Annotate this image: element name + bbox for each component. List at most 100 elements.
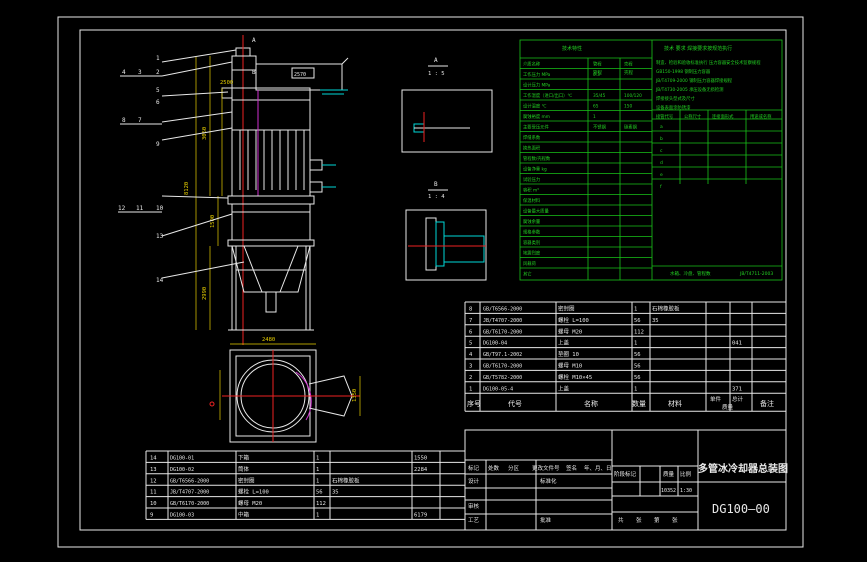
detail-b-label: B xyxy=(434,181,438,188)
sheets-3: 第 xyxy=(654,516,660,524)
lower-part-name: 下箱 xyxy=(238,454,250,462)
spec-row-shell: 碳素钢 xyxy=(624,124,637,131)
weight-value: 10352 xyxy=(661,488,676,494)
leader-5: 5 xyxy=(156,87,160,94)
spec-row-key: 设计压力 MPa xyxy=(523,82,551,89)
spec-row-key: 其它 xyxy=(523,271,532,278)
part-weight: 041 xyxy=(732,341,742,347)
lower-part-code: GB/T6170-2000 xyxy=(170,501,209,507)
spec-footer-left: 水箱、冷盘、管程数 xyxy=(670,270,711,277)
spec-col-b: 壳程 xyxy=(624,69,633,76)
part-name: 螺母 M10 xyxy=(558,362,582,370)
header-unit: 单件 xyxy=(710,395,722,403)
lower-part-no: 13 xyxy=(150,467,157,473)
title-block: 多管冰冷却器总装图 DG100—00 阶段标记 质量 比例 10352 1:30… xyxy=(464,429,788,531)
spec-row-key: 容积 m³ xyxy=(523,187,539,194)
part-no: 3 xyxy=(469,364,472,370)
leader-line xyxy=(161,91,229,97)
part-no: 5 xyxy=(469,341,472,347)
lower-part-qty: 112 xyxy=(316,501,326,507)
shell-body xyxy=(231,87,311,197)
leader-line xyxy=(161,261,245,279)
part-qty: 56 xyxy=(634,352,641,358)
nozzle-code: b xyxy=(660,136,663,142)
duct-dim: 2570 xyxy=(294,72,306,78)
outlet-spout xyxy=(265,291,277,313)
spec-row-shell: 壳程 xyxy=(624,61,633,68)
header-weight: 质量 xyxy=(722,403,734,411)
detail-view-a: A 1 : 5 xyxy=(401,57,493,153)
middle-box xyxy=(231,203,311,241)
nozzle-header: 公称尺寸 xyxy=(684,113,702,120)
part-code: GB/T5782-2000 xyxy=(483,375,522,381)
part-name: 密封圈 xyxy=(558,305,575,313)
nozzle-header: 连接面形式 xyxy=(712,113,734,120)
spec-row-key: 工作温度（进口/出口）℃ xyxy=(523,92,572,99)
tb-role-4: 工艺 xyxy=(468,517,480,524)
dim-a-text: 3050 xyxy=(202,127,208,140)
lower-part-code: DG100-01 xyxy=(170,456,194,462)
part-code: DG100-04 xyxy=(483,341,507,347)
lower-part-qty: 1 xyxy=(316,513,319,519)
dim-total-text: 8120 xyxy=(184,182,190,195)
drawing-title: 多管冰冷却器总装图 xyxy=(698,462,788,475)
nozzle-header: 接管代号 xyxy=(656,113,673,120)
header-no: 序号 xyxy=(467,399,481,408)
part-no: 4 xyxy=(469,352,473,358)
spec-header-left: 技术特性 xyxy=(562,45,582,52)
lower-part-no: 10 xyxy=(150,501,157,507)
part-no: 7 xyxy=(469,318,472,324)
lower-part-qty: 1 xyxy=(316,467,319,473)
detail-b-pipe xyxy=(444,235,485,263)
tb-label-4: 更改文件号 xyxy=(532,464,560,472)
detail-view-b: B 1 : 4 xyxy=(405,181,487,281)
detail-b-gasket xyxy=(435,221,445,267)
sheets-4: 张 xyxy=(672,516,678,524)
spec-row-key: 腐蚀裕度 mm xyxy=(523,113,550,120)
leader-callouts: 1 2 3 4 5 6 7 8 9 10 11 12 13 14 xyxy=(118,49,245,284)
leader-line xyxy=(161,127,233,141)
side-nozzle xyxy=(309,159,323,171)
lower-part-code: JB/T4707-2000 xyxy=(170,490,209,496)
part-qty: 1 xyxy=(634,341,637,347)
side-nozzle-2 xyxy=(309,181,323,193)
tb-label-6: 年、月、日 xyxy=(584,464,612,472)
part-no: 1 xyxy=(469,386,472,392)
spec-row-key: 设备最大质量 xyxy=(523,208,549,215)
header-material: 材料 xyxy=(668,399,682,408)
lower-part-no: 9 xyxy=(150,513,153,519)
lower-part-qty: 1 xyxy=(316,456,319,462)
leader-line xyxy=(161,49,237,63)
lower-part-name: 螺栓 L=100 xyxy=(238,488,269,496)
lower-part-no: 12 xyxy=(150,478,157,484)
spec-row-key: 容器类别 xyxy=(523,239,540,246)
tb-label-1: 标记 xyxy=(468,464,480,472)
leader-line xyxy=(161,111,233,123)
spec-row-key: 设备净重 kg xyxy=(523,166,547,173)
lower-part-weight: 6179 xyxy=(414,513,427,519)
upper-duct xyxy=(255,63,343,91)
part-no: 8 xyxy=(469,307,472,313)
part-code: GB/T6170-2000 xyxy=(483,364,522,370)
part-qty: 1 xyxy=(634,307,637,313)
spec-row-shell: 150 xyxy=(624,104,632,110)
leader-line xyxy=(161,61,233,77)
plan-dim-depth-text: 1350 xyxy=(352,389,358,402)
header-name: 名称 xyxy=(584,399,598,408)
spec-row-tube: 1 xyxy=(593,114,596,120)
elevation-dimensions: 8120 3050 1500 2990 2500 xyxy=(184,56,233,330)
part-code: DG100-05-4 xyxy=(483,386,513,392)
leader-1: 1 xyxy=(156,55,160,62)
spec-row-key: 换热面积 xyxy=(523,145,541,152)
spec-row-key: 规格参数 xyxy=(523,229,541,236)
sheets-2: 张 xyxy=(636,516,642,524)
nozzle-code: a xyxy=(660,125,663,130)
spec-note: 制造、检验和验收标准执行 压力容器安全技术监察规程 xyxy=(656,59,761,66)
nozzle-code: f xyxy=(660,184,662,190)
label-a: A xyxy=(252,37,256,44)
part-code: GB/T6566-2000 xyxy=(483,307,522,313)
part-name: 垫圈 10 xyxy=(558,350,579,358)
leader-6: 6 xyxy=(156,99,160,106)
